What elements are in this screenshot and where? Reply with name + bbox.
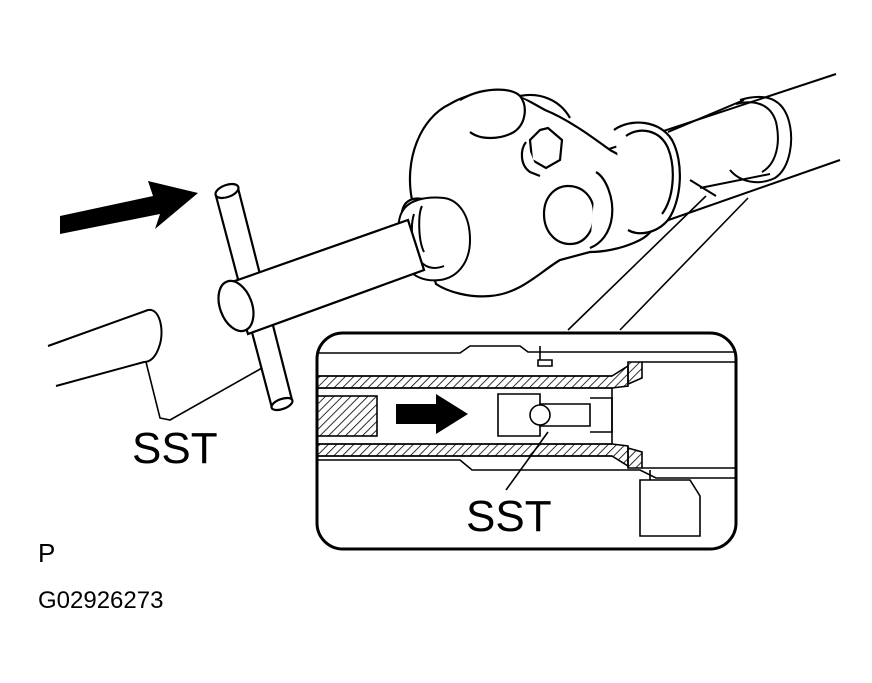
- figure-code: G02926273: [38, 587, 164, 614]
- inset-detail-view: [315, 331, 738, 551]
- sst-inset-leader: [505, 431, 549, 491]
- sst-t-handle: [214, 182, 426, 412]
- sst-bar-left: [47, 308, 163, 387]
- sst-left-leader: [145, 361, 263, 421]
- inset-push-arrow: [396, 394, 468, 434]
- push-direction-arrow: [60, 181, 198, 234]
- inset-callout-lines: [567, 195, 749, 331]
- sst-label-left: SST: [132, 424, 218, 473]
- sst-label-inset: SST: [466, 492, 552, 541]
- gear-housing: [400, 88, 681, 298]
- rack-housing-tube: [599, 73, 841, 231]
- view-letter: P: [38, 538, 56, 568]
